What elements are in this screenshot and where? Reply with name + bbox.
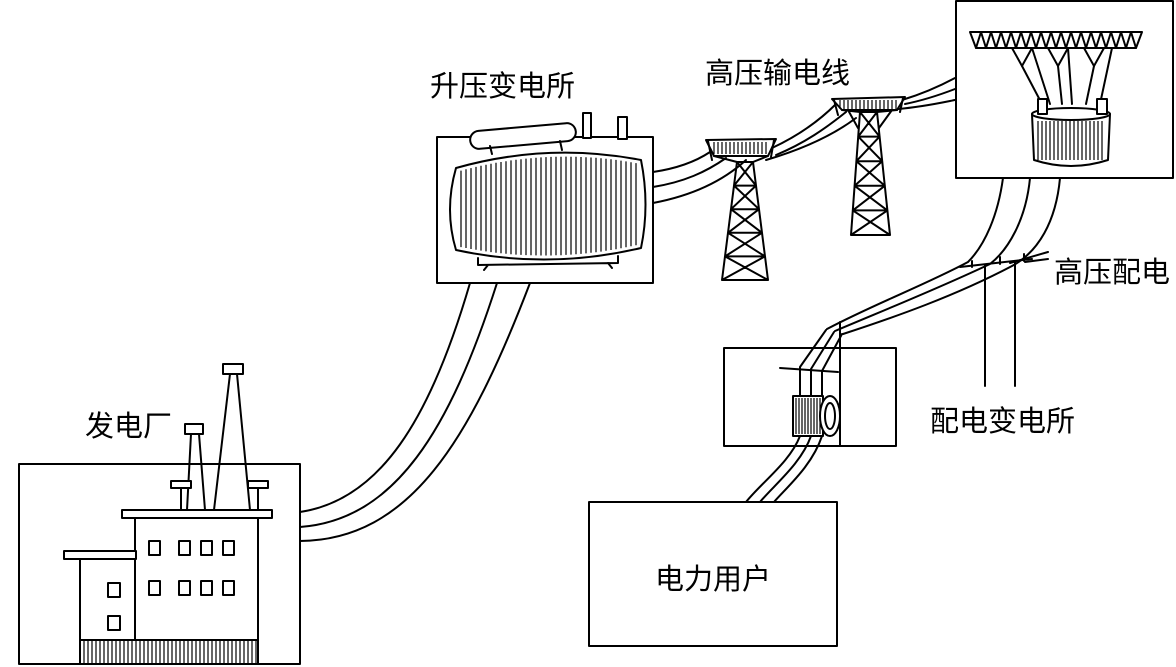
label-power-user: 电力用户 [655,562,771,596]
distribution-transformer-face [819,395,841,437]
distribution-pole-posts [984,261,1016,387]
bushing-right [617,116,628,140]
wires [299,77,1061,542]
label-power-plant: 发电厂 [85,409,172,443]
main-building [134,517,259,641]
window [178,580,191,596]
distribution-substation [723,321,897,447]
distribution-transformer-core [824,402,836,430]
window [107,582,121,598]
distribution-bracket [779,367,839,373]
tower-1-lattice [721,161,769,281]
receiving-bushing-right [1096,98,1108,115]
feeder-to-user-3 [773,435,823,503]
power-user-frame [588,501,838,647]
receiving-substation [955,0,1174,179]
step-up-transformer-base [477,255,619,271]
tall-chimney-cap [222,363,244,375]
tower1-to-tower2-line-3 [765,117,857,161]
short-chimney-cap [184,423,204,435]
label-hv-distribution-line: 高压配电 [1054,255,1170,289]
feeder-to-user-1 [745,435,801,503]
transmission-tower-2 [831,96,906,236]
tower-1-neck [713,155,769,163]
tower1-to-tower2-line-2 [775,111,847,156]
window [200,540,213,556]
stepup-to-tower1-line-2 [652,157,727,188]
window [148,540,161,556]
label-hv-transmission-line: 高压输电线 [705,56,850,90]
label-step-up-substation: 升压变电所 [430,69,575,103]
roof-vent-right [247,480,269,489]
roof-vent-posts [180,487,259,511]
drop-conductors [1021,47,1113,105]
distribution-pins [971,253,1025,268]
distribution-line-3 [842,177,1061,335]
gantry-truss-web [975,31,1137,49]
distribution-line-1 [826,177,1004,330]
step-up-transformer-ribs [460,156,637,256]
tower-1-crossarm-hatch [713,142,767,154]
conservator-pipes [489,140,563,155]
plant-foundation-hatch [83,641,257,663]
feeder-to-user-2 [759,435,812,503]
distribution-line-2 [834,177,1031,332]
main-building-roof [121,509,273,519]
labels: 发电厂 升压变电所 高压输电线 高压配电 配电变电所 [85,56,1170,443]
window [200,580,213,596]
conservator-tank [469,122,577,150]
label-distribution-substation: 配电变电所 [930,404,1075,438]
tower2-to-substation-line-2 [904,88,956,105]
annex-roof [63,550,137,560]
tower-2-insulators [833,97,904,116]
distribution-droppers [799,329,843,397]
plant-foundation [79,639,259,665]
power-plant [18,363,301,665]
bushing-left [582,112,592,139]
tower-2-neck [841,109,898,129]
tower2-to-substation-line-3 [897,99,956,110]
window [222,540,235,556]
power-user: 电力用户 [588,501,838,647]
receiving-bushing-left [1037,98,1048,115]
plant-to-stepup-cable-1 [299,282,471,513]
plant-to-stepup-cable-2 [299,282,498,528]
window [222,580,235,596]
distribution-transformer-ribs [795,398,821,434]
hv-distribution-pole [959,253,1033,387]
window [107,615,121,631]
stepup-to-tower1-line-3 [652,159,747,204]
tower2-to-substation-line-1 [901,77,956,101]
short-chimney [186,433,206,511]
window [178,540,191,556]
tower-1-insulators [707,139,775,161]
receiving-transformer-ribs [1037,121,1103,160]
step-up-substation [436,112,654,284]
receiving-substation-frame [955,0,1174,179]
roof-vent-left [170,480,192,489]
step-up-transformer-tank [449,151,647,261]
tower1-to-tower2-line-1 [771,103,837,149]
transmission-tower-1 [705,138,777,281]
tower-2-crossarm-hatch [839,100,897,109]
plant-to-stepup-cable-3 [299,282,531,542]
stepup-to-tower1-line-1 [652,151,711,173]
distribution-substation-frame [723,347,897,447]
receiving-transformer-top [1031,107,1111,121]
window [148,580,161,596]
tower-2-lattice [850,111,891,236]
